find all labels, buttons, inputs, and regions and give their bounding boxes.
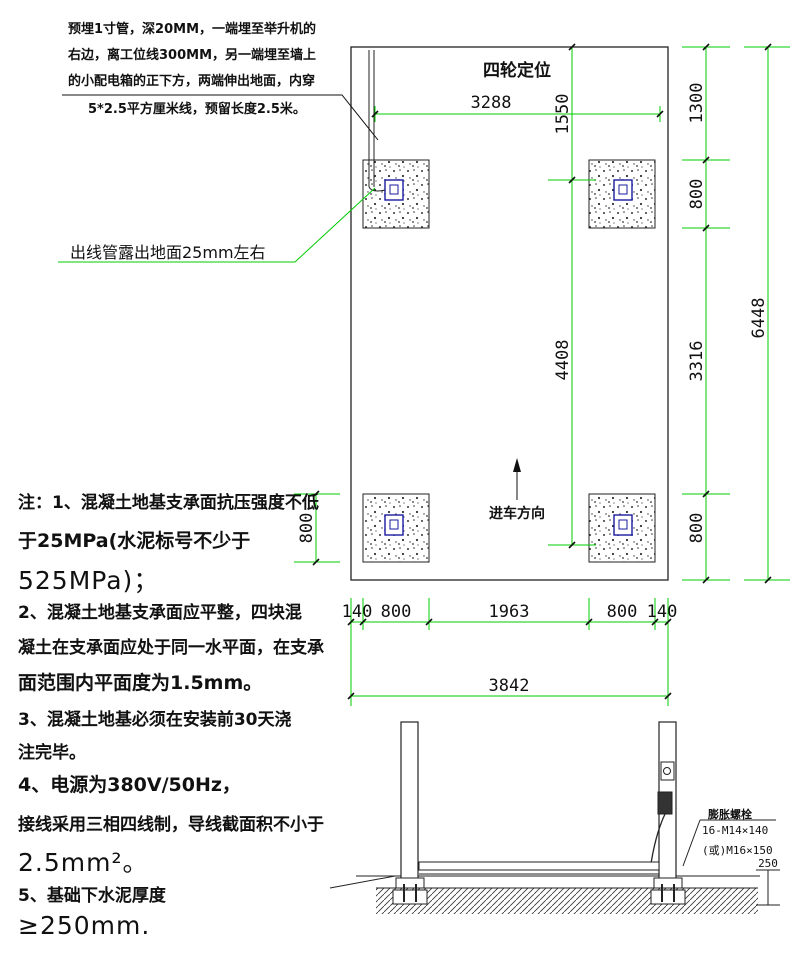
top-note-leader — [62, 94, 379, 141]
bolt-note: 膨胀螺栓 16-M14×140 (或)M16×150 — [702, 807, 773, 857]
note-2c: 面范围内平面度为1.5mm。 — [18, 672, 263, 694]
outlet-note-leader — [58, 187, 376, 263]
dimension-texts: 3288 1550 4408 1300 800 3316 800 6448 80… — [297, 83, 778, 870]
dim-right-pad-bottom: 800 — [687, 513, 707, 544]
pad-bottom-right — [588, 493, 656, 563]
dim-bottom-800-right: 800 — [607, 602, 638, 622]
pad-top-left — [362, 159, 430, 229]
note-1c: 525MPa)； — [18, 566, 160, 595]
entry-direction-label: 进车方向 — [489, 505, 545, 522]
dim-right-middle: 3316 — [687, 341, 707, 382]
top-note-line4: 5*2.5平方厘米线，预留长度2.5米。 — [88, 102, 306, 117]
note-4c: 2.5mm²。 — [18, 848, 149, 877]
plan-outline — [350, 46, 669, 581]
dim-right-pad-top: 800 — [687, 179, 707, 210]
dim-right-top: 1300 — [687, 83, 707, 124]
note-2b: 凝土在支承面应处于同一水平面，在支承 — [18, 638, 324, 658]
dim-bottom-140-left: 140 — [342, 602, 373, 622]
note-5b: ≥250mm. — [18, 911, 151, 940]
top-note-line3: 的小配电箱的正下方，两端伸出地面，内穿 — [68, 74, 316, 89]
note-3a: 3、混凝土地基必须在安装前30天浇 — [18, 710, 292, 730]
note-4b: 接线采用三相四线制，导线截面积不小于 — [18, 815, 324, 835]
top-note-line2: 右边，离工位线300MM，另一端埋至墙上 — [68, 48, 317, 63]
dim-pad-to-pad: 4408 — [553, 340, 573, 381]
dim-foundation-depth: 250 — [758, 857, 778, 870]
note-3b: 注完毕。 — [18, 743, 86, 763]
dim-bottom-middle: 1963 — [489, 602, 530, 622]
elevation-view — [329, 721, 780, 914]
note-1b: 于25MPa(水泥标号不少于 — [18, 530, 251, 552]
top-note-line1: 预埋1寸管，深20MM，一端埋至举升机的 — [68, 22, 317, 37]
dim-bottom-800-left: 800 — [381, 602, 412, 622]
note-5a: 5、基础下水泥厚度 — [18, 886, 166, 906]
dim-top-offset: 1550 — [553, 94, 573, 135]
dimension-ticks — [312, 43, 772, 700]
dim-total-length: 6448 — [749, 298, 769, 339]
note-1a: 注：1、混凝土地基支承面抗压强度不低 — [18, 493, 319, 513]
dim-bottom-140-right: 140 — [647, 602, 678, 622]
bolt-note-line1: 16-M14×140 — [702, 824, 768, 837]
note-4a: 4、电源为380V/50Hz， — [18, 774, 241, 796]
outlet-note: 出线管露出地面25mm左右 — [70, 243, 266, 262]
dim-total-width: 3842 — [489, 676, 530, 696]
note-2a: 2、混凝土地基支承面应平整，四块混 — [18, 603, 302, 623]
dim-left-pad: 800 — [297, 513, 317, 544]
conduit-pipe — [368, 50, 386, 192]
pad-top-right — [588, 159, 656, 229]
bolt-note-line2: (或)M16×150 — [702, 844, 773, 857]
entry-arrow — [513, 458, 521, 500]
bolt-note-title: 膨胀螺栓 — [707, 807, 752, 821]
pad-bottom-left — [362, 493, 430, 563]
dimension-lines — [294, 46, 790, 706]
plan-title: 四轮定位 — [483, 60, 551, 81]
dim-inner-width: 3288 — [471, 93, 512, 113]
